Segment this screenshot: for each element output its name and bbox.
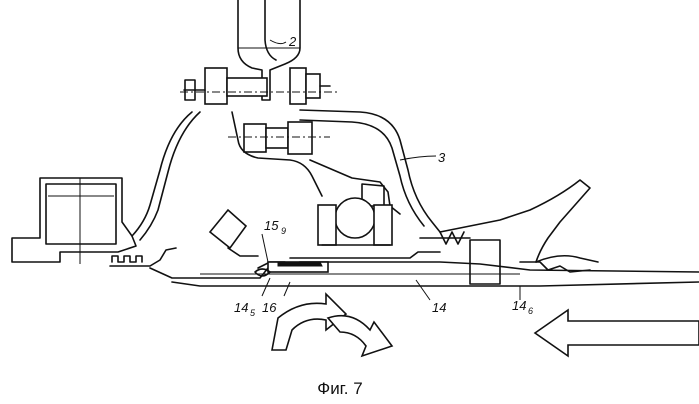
label-14-5: 14 [234, 300, 248, 315]
right-structure [420, 180, 598, 284]
main-shaft [150, 252, 699, 286]
label-15-subscript: 9 [281, 226, 286, 236]
label-2: 2 [288, 34, 297, 49]
label-14-5-subscript: 5 [250, 308, 256, 318]
bolt-upper [180, 68, 340, 104]
label-3: 3 [438, 150, 446, 165]
label-15: 15 [264, 218, 279, 233]
label-14: 14 [432, 300, 446, 315]
left-bracket [12, 178, 136, 264]
bolt-middle [228, 122, 330, 154]
rotation-arrows [272, 294, 392, 356]
bearing-ball [318, 198, 392, 245]
sensor-15 [210, 210, 258, 256]
label-14-6: 14 [512, 298, 526, 313]
label-14-6-subscript: 6 [528, 306, 533, 316]
label-16: 16 [262, 300, 277, 315]
figure-caption: Фиг. 7 [317, 379, 362, 398]
flow-arrow-right [535, 310, 699, 356]
